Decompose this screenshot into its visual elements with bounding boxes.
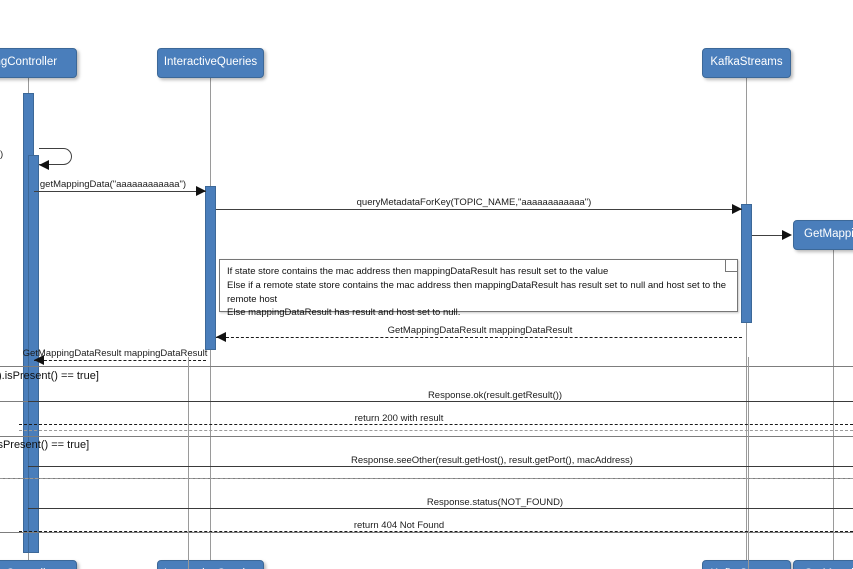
fragment-separator-5 xyxy=(0,532,853,533)
participant-kafkastreams-top[interactable]: KafkaStreams xyxy=(702,48,791,78)
fragment-separator-3 xyxy=(0,436,853,437)
participant-interactivequeries-bottom[interactable]: InteractiveQueries xyxy=(157,560,264,569)
participant-getmapping-top[interactable]: GetMappin xyxy=(793,220,853,250)
participant-kafkastreams-bottom[interactable]: KafkaStreams xyxy=(702,560,791,569)
fragment-condition-2: isPresent() == true] xyxy=(0,439,90,451)
activation-bar-ingcontroller-nested xyxy=(28,155,39,553)
participant-ingcontroller-bottom[interactable]: ngController xyxy=(0,560,77,569)
activation-bar-kafkastreams xyxy=(741,204,752,323)
self-message-arrowhead xyxy=(39,160,49,170)
message-line-return-200-echo xyxy=(19,430,853,431)
participant-label: GetMappin xyxy=(804,228,853,241)
message-label-return-200: return 200 with result xyxy=(354,413,444,424)
note-box: If state store contains the mac address … xyxy=(219,259,738,318)
message-line-return-200 xyxy=(19,424,853,425)
message-label-response-notfound: Response.status(NOT_FOUND) xyxy=(426,497,564,508)
note-dogear-icon xyxy=(725,260,737,272)
message-label-return-kafkastreams: GetMappingDataResult mappingDataResult xyxy=(387,325,573,336)
message-line-getmappingdata xyxy=(34,191,206,192)
message-arrowhead-getmappingdata xyxy=(196,186,206,196)
participant-ingcontroller-top[interactable]: ingController xyxy=(0,48,77,78)
participant-label: ingController xyxy=(0,56,58,69)
lifeline-line-kafkastreams xyxy=(746,78,747,569)
message-arrowhead-getmapping-create xyxy=(782,230,792,240)
message-line-return-kafkastreams xyxy=(216,337,742,338)
self-message-loop xyxy=(39,148,72,165)
message-line-response-ok xyxy=(28,401,853,402)
note-line-3: Else mappingDataResult has result and ho… xyxy=(227,307,461,319)
clipped-paren-label: ) xyxy=(0,149,4,160)
message-label-response-ok: Response.ok(result.getResult()) xyxy=(427,390,563,401)
message-label-response-seeother: Response.seeOther(result.getHost(), resu… xyxy=(351,455,633,466)
message-arrowhead-querymetadataforkey xyxy=(732,204,742,214)
participant-interactivequeries-top[interactable]: InteractiveQueries xyxy=(157,48,264,78)
fragment-separator-1 xyxy=(0,366,853,367)
message-line-response-seeother xyxy=(28,466,853,467)
message-label-querymetadataforkey: queryMetadataForKey(TOPIC_NAME,"aaaaaaaa… xyxy=(356,197,592,208)
activation-bar-interactivequeries xyxy=(205,186,216,350)
participant-label: KafkaStreams xyxy=(710,56,783,69)
fragment-condition-1: ).isPresent() == true] xyxy=(0,370,99,382)
message-label-getmappingdata: getMappingData("aaaaaaaaaaaa") xyxy=(39,179,187,190)
message-label-return-interactivequeries: GetMappingDataResult mappingDataResult xyxy=(22,348,208,359)
fragment-vertical-line-right xyxy=(748,357,749,569)
message-label-return-404: return 404 Not Found xyxy=(353,520,445,531)
lifeline-line-getmapping xyxy=(833,250,834,569)
message-line-return-404 xyxy=(19,531,853,532)
note-line-2: Else if a remote state store contains th… xyxy=(227,279,727,305)
message-arrowhead-return-interactivequeries xyxy=(34,355,44,365)
note-line-1: If state store contains the mac address … xyxy=(227,266,609,277)
message-line-querymetadataforkey xyxy=(216,209,742,210)
message-line-return-303 xyxy=(0,478,853,479)
message-arrowhead-return-kafkastreams xyxy=(216,332,226,342)
participant-getmapping-bottom[interactable]: GetMappin xyxy=(793,560,853,569)
message-line-return-interactivequeries xyxy=(34,360,206,361)
fragment-vertical-line-left xyxy=(188,357,189,569)
message-line-response-notfound xyxy=(28,508,853,509)
participant-label: InteractiveQueries xyxy=(163,56,258,69)
message-line-getmapping-create xyxy=(752,235,784,236)
